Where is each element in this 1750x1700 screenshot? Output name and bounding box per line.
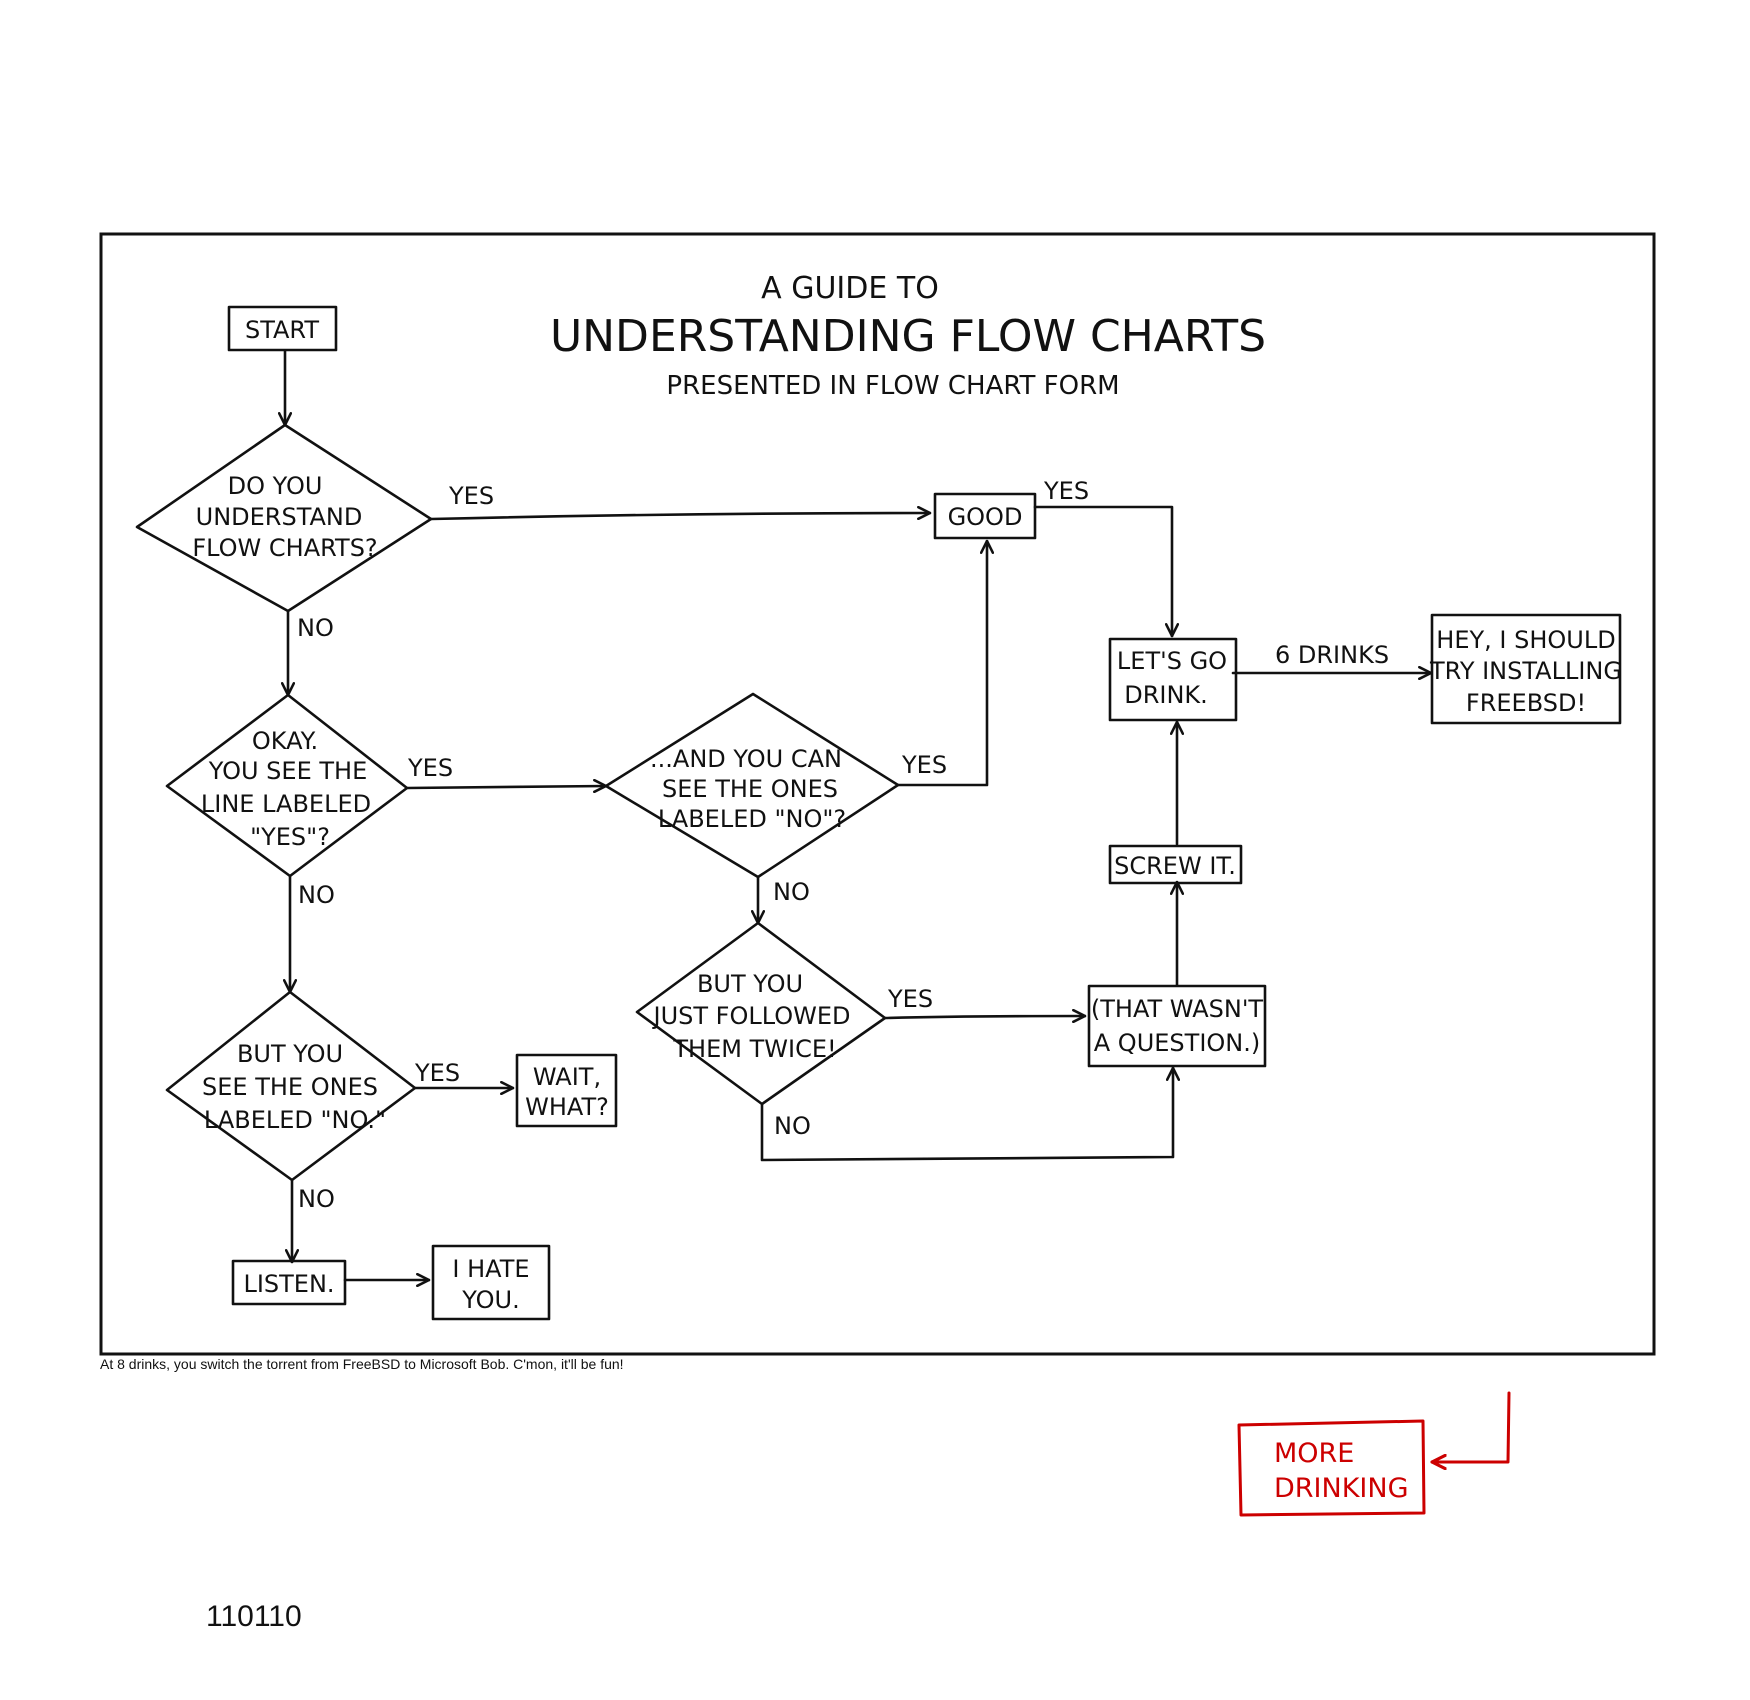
node-listen-label: LISTEN.	[243, 1270, 334, 1298]
comic-number: 110110	[206, 1600, 302, 1633]
node-try-freebsd: HEY, I SHOULD TRY INSTALLING FREEBSD!	[1429, 613, 1622, 725]
title-line3: PRESENTED IN FLOW CHART FORM	[666, 371, 1119, 401]
label-six-drinks: 6 DRINKS	[1275, 641, 1389, 669]
node-q4-see-no-lines: BUT YOU SEE THE ONES LABELED "NO."	[165, 990, 417, 1182]
wait-line1: WAIT,	[533, 1063, 601, 1091]
label-yes-q5: YES	[887, 985, 933, 1013]
node-q1-understand-flowcharts: DO YOU UNDERSTAND FLOW CHARTS?	[135, 423, 433, 613]
flow-edges	[285, 349, 1433, 1280]
more-drinking-arrow	[1430, 1391, 1511, 1462]
q1-line1: DO YOU	[228, 472, 323, 500]
hate-line2: YOU.	[461, 1286, 519, 1314]
node-q5-followed-twice: BUT YOU JUST FOLLOWED THEM TWICE!	[635, 921, 887, 1106]
q5-line3: THEM TWICE!	[672, 1035, 836, 1063]
label-no-q4: NO	[298, 1185, 335, 1213]
q2-line3: LINE LABELED	[201, 790, 371, 818]
q2-line2: YOU SEE THE	[208, 757, 368, 785]
label-yes-q1: YES	[448, 482, 494, 510]
title-line1: A GUIDE TO	[761, 271, 939, 306]
node-screw-it: SCREW IT.	[1108, 844, 1243, 885]
q5-line1: BUT YOU	[697, 970, 803, 998]
node-good: GOOD	[933, 492, 1037, 540]
label-no-q2: NO	[298, 881, 335, 909]
node-screw-label: SCREW IT.	[1114, 852, 1236, 880]
more-drinking-line1: MORE	[1274, 1438, 1354, 1469]
edge-q5-no-to-not-question	[760, 1066, 1173, 1162]
title-line2: UNDERSTANDING FLOW CHARTS	[550, 311, 1266, 362]
q3-line3: LABELED "NO"?	[658, 805, 846, 833]
q2-line1: OKAY.	[252, 727, 318, 755]
q5-line2: JUST FOLLOWED	[651, 1002, 850, 1030]
node-q3-see-no-lines: ...AND YOU CAN SEE THE ONES LABELED "NO"…	[604, 692, 900, 879]
freebsd-line3: FREEBSD!	[1466, 689, 1586, 717]
label-no-q3: NO	[773, 878, 810, 906]
hate-line1: I HATE	[452, 1255, 529, 1283]
label-yes-good: YES	[1043, 477, 1089, 505]
q1-line3: FLOW CHARTS?	[192, 534, 377, 562]
node-start: START	[227, 305, 338, 352]
drink-line2: DRINK.	[1124, 681, 1208, 709]
drink-line1: LET'S GO	[1117, 647, 1227, 675]
comic-title: A GUIDE TO UNDERSTANDING FLOW CHARTS PRE…	[550, 271, 1266, 401]
q3-line1: ...AND YOU CAN	[650, 745, 842, 773]
q4-line2: SEE THE ONES	[202, 1073, 378, 1101]
node-i-hate-you: I HATE YOU.	[431, 1244, 551, 1321]
more-drinking-box	[1237, 1419, 1426, 1517]
edge-q5-yes-to-not-question	[883, 1016, 1087, 1018]
not-question-line2: A QUESTION.)	[1094, 1029, 1260, 1057]
more-drinking-link[interactable]: MORE DRINKING	[1237, 1391, 1511, 1517]
label-no-q1: NO	[297, 614, 334, 642]
node-good-label: GOOD	[948, 503, 1023, 531]
edge-q3-yes-to-good	[896, 539, 987, 787]
q4-line1: BUT YOU	[237, 1040, 343, 1068]
label-no-q5: NO	[774, 1112, 811, 1140]
label-yes-q4: YES	[414, 1059, 460, 1087]
q4-line3: LABELED "NO."	[204, 1106, 386, 1134]
node-listen: LISTEN.	[231, 1259, 347, 1306]
more-drinking-line2: DRINKING	[1274, 1473, 1409, 1504]
edge-labels: YES NO YES YES NO YES NO YES NO YES NO 6…	[297, 477, 1389, 1213]
not-question-line1: (THAT WASN'T	[1091, 995, 1264, 1023]
label-yes-q3: YES	[901, 751, 947, 779]
q1-line2: UNDERSTAND	[196, 503, 363, 531]
comic-frame	[99, 232, 1656, 1356]
wait-line2: WHAT?	[525, 1093, 609, 1121]
node-q2-see-yes-line: OKAY. YOU SEE THE LINE LABELED "YES"?	[165, 693, 409, 878]
label-yes-q2: YES	[407, 754, 453, 782]
edge-good-yes-to-drink	[1033, 505, 1172, 638]
node-not-a-question: (THAT WASN'T A QUESTION.)	[1087, 984, 1267, 1068]
node-lets-go-drink: LET'S GO DRINK.	[1108, 637, 1238, 722]
edge-q1-yes-to-good	[429, 513, 932, 521]
edge-q2-yes-to-q3	[405, 786, 608, 788]
freebsd-line1: HEY, I SHOULD	[1436, 626, 1615, 654]
node-wait-what: WAIT, WHAT?	[515, 1053, 618, 1128]
q2-line4: "YES"?	[250, 823, 330, 851]
comic-caption: At 8 drinks, you switch the torrent from…	[100, 1356, 624, 1372]
q3-line2: SEE THE ONES	[662, 775, 838, 803]
node-start-label: START	[245, 316, 319, 344]
freebsd-line2: TRY INSTALLING	[1429, 657, 1622, 685]
